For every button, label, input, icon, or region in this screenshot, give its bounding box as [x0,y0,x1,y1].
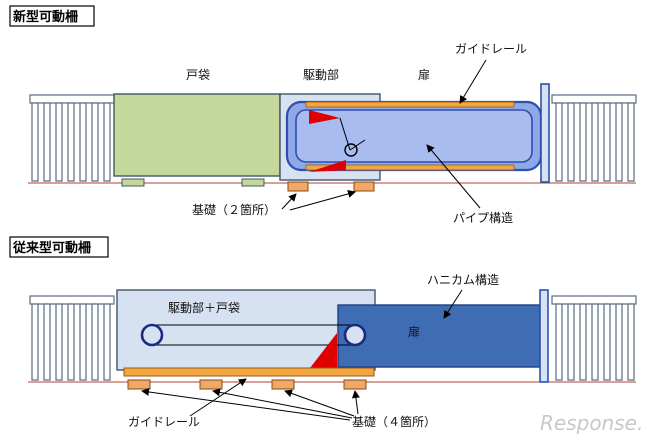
bottom-honeycomb-door [337,304,541,368]
bottom-title: 従来型可動柵 [12,240,91,256]
arrow-foundation-bottom-3 [284,389,355,417]
bottom-red-wedge [310,333,337,368]
top-pocket-foot-2 [241,178,265,187]
arrow-foundation-bottom-1 [141,388,351,421]
top-drive-wheel [344,143,358,157]
arrow-honeycomb [443,289,463,319]
bottom-pulley-left [140,323,164,347]
arrow-guide-rail-top [459,59,487,104]
top-pocket-foot-1 [121,178,145,187]
top-red-wedge-lower [309,160,346,172]
label-foundation-top: 基礎（２箇所） [192,203,276,217]
arrow-pipe-structure [426,144,481,209]
top-door-pocket [113,93,281,177]
top-drive-link-2 [349,139,366,151]
bottom-left-fence [29,295,115,381]
top-foundation-2 [353,181,375,192]
arrow-foundation-bottom-2 [212,388,353,419]
top-red-wedge-upper [309,110,340,124]
label-honeycomb: ハニカム構造 [427,273,499,287]
bottom-guide-rail [123,367,375,377]
label-drive-unit: 駆動部 [303,67,339,82]
label-drive-pocket: 駆動部＋戸袋 [168,300,240,315]
bottom-right-fence [551,295,637,381]
label-door-bottom: 扉 [408,325,420,339]
label-guide-rail-top: ガイドレール [455,42,527,56]
top-door-inner-pipe [295,109,533,163]
bottom-title-box: 従来型可動柵 [9,236,109,258]
label-guide-rail-bottom: ガイドレール [128,415,200,429]
top-rail-lower [305,164,515,171]
top-door-end-post [540,83,550,183]
bottom-door-end-post [539,289,549,383]
top-title-box: 新型可動柵 [9,5,95,27]
arrow-foundation-bottom-4 [351,390,360,415]
bottom-foundation-4 [343,379,367,390]
label-door-top: 扉 [418,68,430,82]
label-foundation-bottom: 基礎（４箇所） [352,415,436,429]
arrow-guide-rail-bottom [189,378,247,417]
label-door-pocket: 戸袋 [186,68,210,82]
bottom-pulley-right [343,323,367,347]
watermark-logo: Response. [540,411,643,435]
top-right-fence [551,94,637,182]
arrow-foundation-top-1 [281,193,297,210]
label-pipe-structure: パイプ構造 [453,211,513,225]
top-left-fence [29,94,115,182]
top-rail-upper [305,101,515,108]
bottom-foundation-3 [271,379,295,390]
arrow-foundation-top-2 [289,190,356,211]
bottom-foundation-1 [127,379,151,390]
top-title: 新型可動柵 [13,9,78,25]
top-foundation-1 [287,181,309,192]
bottom-foundation-2 [199,379,223,390]
